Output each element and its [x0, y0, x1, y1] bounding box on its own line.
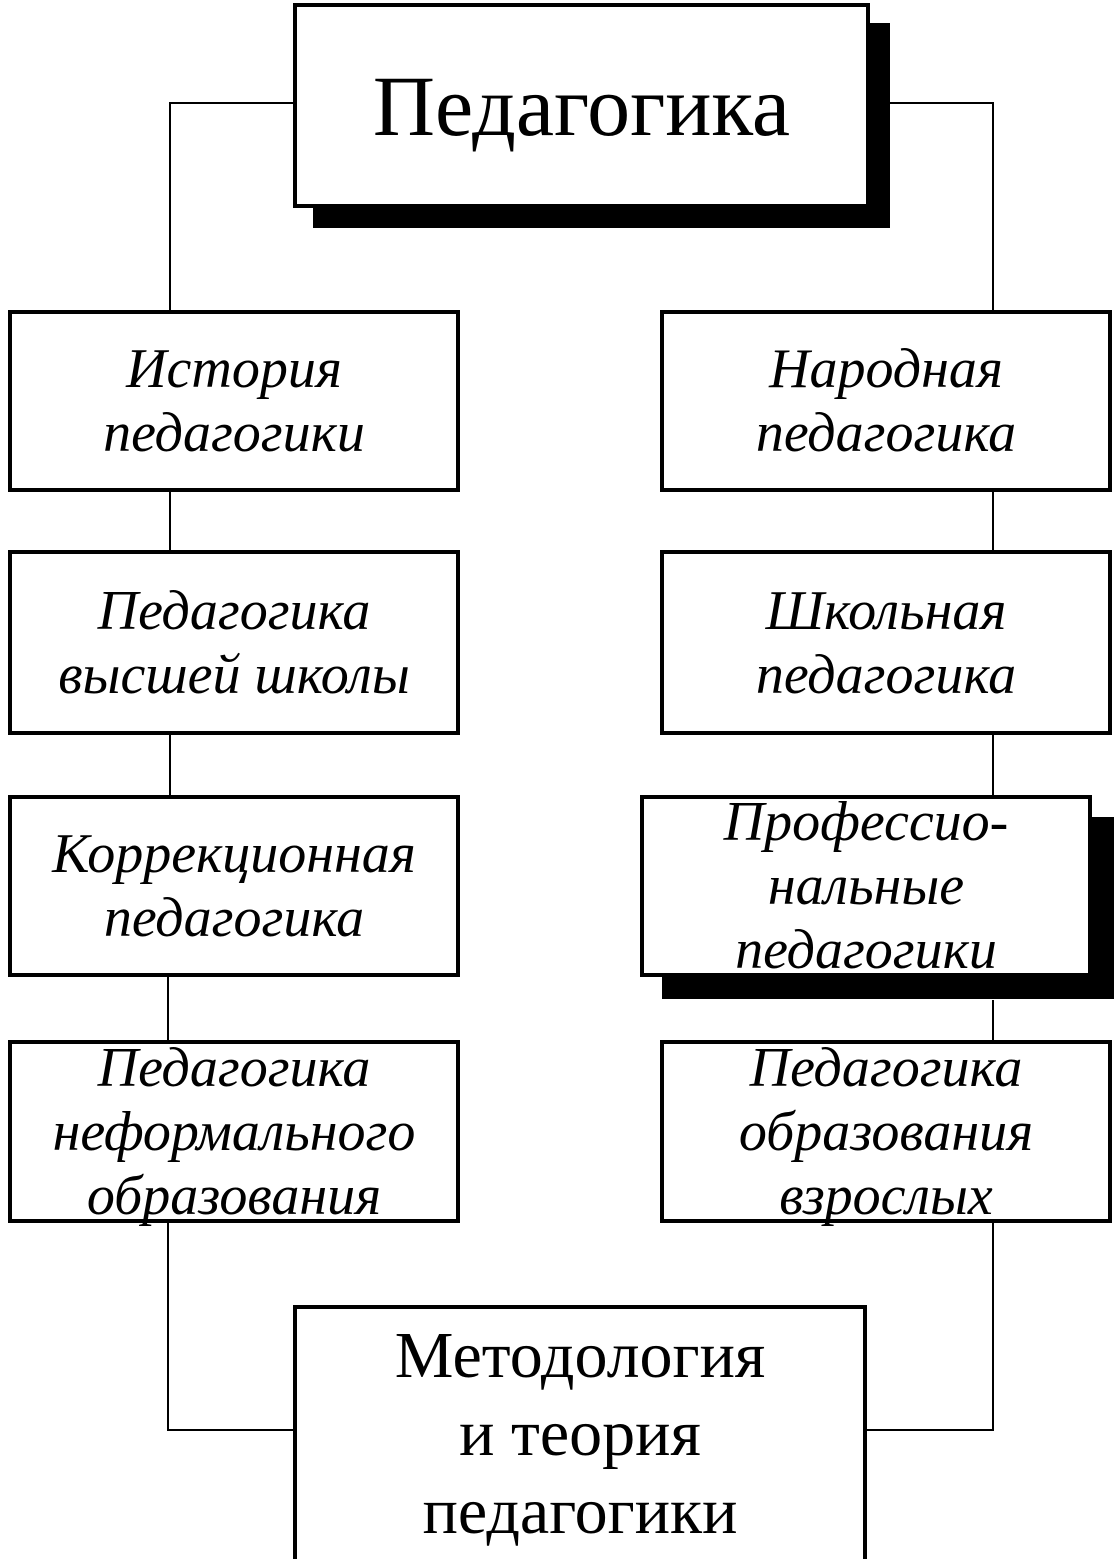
box-folk-pedagogy: Народная педагогика — [660, 310, 1112, 492]
box-text-line: Школьная — [765, 579, 1007, 642]
connector-top-right — [870, 102, 994, 310]
box-text-line: Народная — [769, 338, 1003, 400]
box-text-line: и теория — [459, 1397, 701, 1470]
box-professional-pedagogies: Профессио- нальные педагогики — [640, 791, 1092, 981]
methodology-box: Методология и теория педагогики — [293, 1305, 867, 1559]
box-text-line: Коррекционная — [52, 823, 416, 885]
connector-right-bottom — [867, 1223, 994, 1431]
box-text-line: высшей школы — [58, 643, 410, 706]
box-text-line: образования — [86, 1164, 382, 1227]
root-title: Педагогика — [372, 57, 791, 154]
box-text-line: педагогика — [103, 887, 365, 949]
box-text-line: образования — [738, 1100, 1034, 1163]
box-text-line: Педагогика — [749, 1036, 1023, 1099]
connector-left-bottom — [167, 1223, 293, 1431]
box-text-line: Педагогика — [97, 579, 371, 642]
root-box: Педагогика — [293, 3, 870, 208]
box-text-line: педагогики — [422, 1475, 738, 1548]
box-school-pedagogy: Школьная педагогика — [660, 550, 1112, 735]
box-adult-education-pedagogy: Педагогика образования взрослых — [660, 1037, 1112, 1227]
box-history-pedagogy: История педагогики — [8, 310, 460, 492]
connector-top-left — [169, 102, 293, 310]
box-correctional-pedagogy: Коррекционная педагогика — [8, 795, 460, 977]
box-text-line: История — [126, 338, 342, 400]
box-text-line: неформального — [52, 1100, 416, 1163]
box-text-line: Педагогика — [97, 1036, 371, 1099]
box-text-line: нальные — [767, 855, 965, 917]
box-text-line: педагогики — [103, 402, 365, 464]
box-text-line: педагогики — [735, 919, 997, 981]
box-text-line: Методология — [394, 1319, 766, 1392]
box-text-line: педагогика — [755, 643, 1017, 706]
box-informal-education-pedagogy: Педагогика неформального образования — [8, 1037, 460, 1227]
box-text-line: взрослых — [779, 1164, 993, 1227]
box-higher-school-pedagogy: Педагогика высшей школы — [8, 550, 460, 735]
box-text-line: Профессио- — [723, 791, 1009, 853]
box-text-line: педагогика — [755, 402, 1017, 464]
